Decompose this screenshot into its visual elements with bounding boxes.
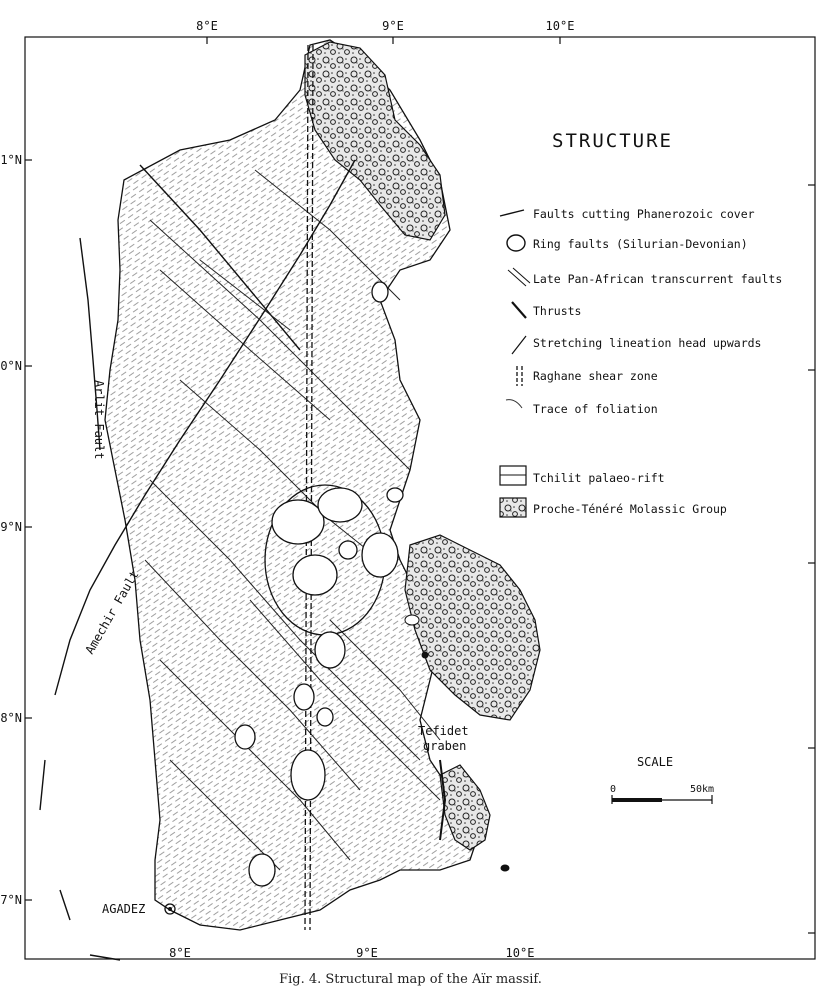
raghane-shear-zone (304, 44, 314, 931)
lon-label-9e-bottom: 9°E (356, 946, 378, 960)
lat-label-18n: 18°N (0, 711, 22, 725)
scale-title: SCALE (637, 755, 673, 769)
legend: Faults cutting Phanerozoic cover Ring fa… (499, 207, 782, 518)
map-title: STRUCTURE (552, 130, 673, 152)
lon-label-10e-bottom: 10°E (506, 946, 535, 960)
molasse-north (304, 41, 446, 241)
legend-transcurrent: Late Pan-African transcurrent faults (533, 272, 782, 286)
map-frame (24, 36, 816, 960)
legend-faults-cover: Faults cutting Phanerozoic cover (533, 207, 755, 221)
lat-label-20n: 20°N (0, 359, 22, 373)
tefidet-label-2: graben (423, 739, 466, 753)
transcurrent-faults (144, 169, 441, 871)
legend-ring-faults: Ring faults (Silurian-Devonian) (533, 237, 748, 251)
lon-label-9e-top: 9°E (382, 19, 404, 33)
lon-label-8e-top: 8°E (196, 19, 218, 33)
foliation-symbol (505, 399, 523, 409)
molasse-east (404, 534, 541, 721)
lineation-symbol (511, 335, 527, 355)
lat-label-21n: 21°N (0, 153, 22, 167)
legend-tchilit: Tchilit palaeo-rift (533, 471, 665, 485)
legend-thrusts: Thrusts (533, 304, 581, 318)
figure-caption: Fig. 4. Structural map of the Aïr massif… (279, 972, 542, 987)
raghane-symbol (516, 366, 523, 386)
lon-label-10e-top: 10°E (546, 19, 575, 33)
lon-label-8e-bottom: 8°E (169, 946, 191, 960)
tefidet-label-1: Tefidet (418, 724, 469, 738)
thrust-symbol (511, 301, 527, 319)
scale-end: 50km (690, 784, 714, 795)
fault-cover-symbol (499, 209, 525, 217)
scale-start: 0 (610, 784, 616, 795)
ring-faults (234, 281, 404, 887)
lat-label-17n: 17°N (0, 893, 22, 907)
agadez-label: AGADEZ (102, 902, 145, 916)
scale-bar: SCALE 0 50km (610, 755, 714, 804)
legend-lineation: Stretching lineation head upwards (533, 336, 761, 350)
ring-fault-symbol (506, 234, 526, 252)
frame-ticks (25, 37, 815, 934)
legend-raghane: Raghane shear zone (533, 369, 658, 383)
arlit-fault-label: Arlit Fault (92, 380, 106, 459)
transcurrent-symbol (507, 267, 531, 287)
molasse-symbol (499, 497, 527, 518)
lat-label-19n: 19°N (0, 520, 22, 534)
regional-faults (39, 159, 356, 961)
legend-molasse: Proche-Ténéré Molassic Group (533, 502, 727, 516)
molasse-southeast (439, 764, 491, 851)
eastern-outcrops (404, 614, 510, 872)
agadez-city-icon (164, 903, 176, 915)
legend-foliation: Trace of foliation (533, 402, 658, 416)
thrusts (439, 759, 447, 841)
amechir-fault-label: Amechir Fault (82, 568, 141, 656)
